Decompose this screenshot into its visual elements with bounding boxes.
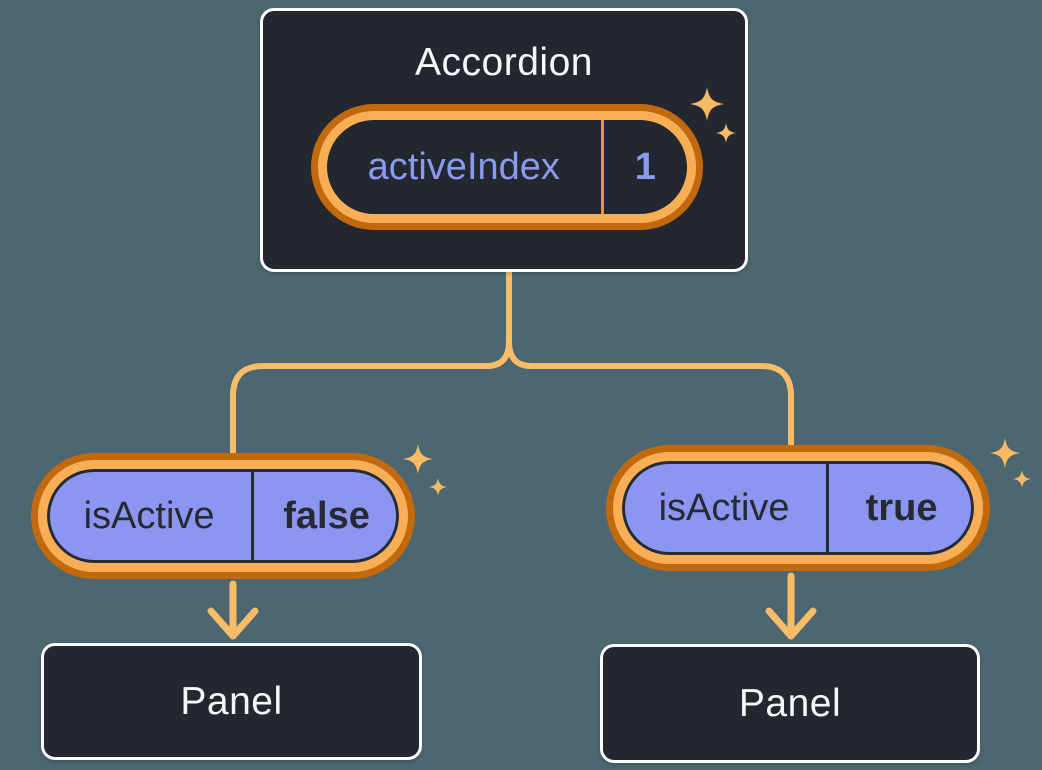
- panel-title: Panel: [180, 679, 283, 723]
- prop-name-label: isActive: [658, 486, 790, 529]
- prop-name-label: isActive: [83, 494, 215, 537]
- state-value-label: 1: [634, 145, 656, 188]
- sparkle-icon: [403, 444, 447, 496]
- connector-left-branch: [230, 269, 512, 457]
- panel-title: Panel: [738, 681, 842, 725]
- state-pill-divider: [600, 120, 604, 214]
- connector-right-branch: [506, 339, 794, 449]
- accordion-title: Accordion: [415, 41, 593, 84]
- panel-node-left: Panel: [41, 643, 422, 760]
- state-pill: activeIndex 1: [318, 111, 696, 223]
- prop-pill-left: isActive false: [38, 460, 408, 572]
- prop-value-label: true: [865, 486, 938, 529]
- prop-value-label: false: [283, 494, 370, 537]
- accordion-node: Accordion activeIndex 1: [260, 8, 748, 272]
- state-name-label: activeIndex: [367, 145, 560, 188]
- arrow-down-icon: [765, 572, 817, 640]
- parent-child-connector: [230, 269, 794, 457]
- arrow-down-icon: [207, 580, 259, 640]
- prop-pill-right: isActive true: [613, 452, 983, 564]
- prop-pill-divider: [251, 469, 255, 563]
- prop-pill-divider: [826, 461, 830, 555]
- sparkle-icon: [990, 438, 1031, 488]
- panel-node-right: Panel: [600, 644, 980, 763]
